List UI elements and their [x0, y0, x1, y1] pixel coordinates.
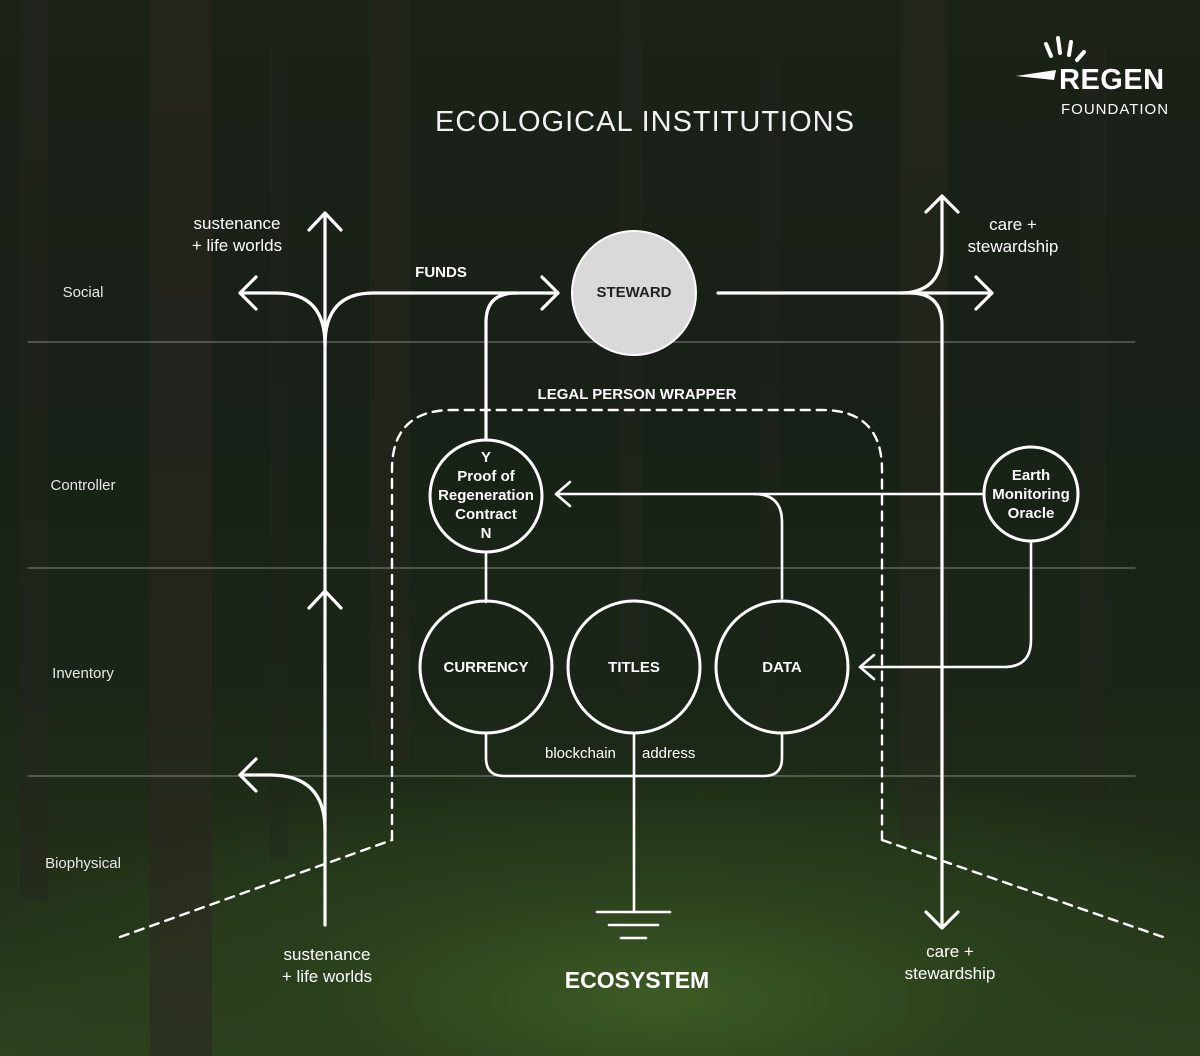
band-separators	[27, 341, 1136, 777]
data-node	[714, 599, 850, 735]
diagram-title: ECOLOGICAL INSTITUTIONS	[435, 106, 855, 138]
titles-label: TITLES	[608, 659, 660, 676]
data-label: DATA	[762, 659, 802, 676]
steward-node	[571, 230, 697, 356]
currency-node	[418, 599, 554, 735]
oracle-node	[982, 445, 1080, 543]
blockchain-label: blockchain	[545, 745, 616, 762]
funds-label: FUNDS	[415, 264, 467, 281]
steward-label: STEWARD	[596, 284, 672, 301]
contract-to-steward-line	[484, 291, 518, 442]
band-label-inventory: Inventory	[52, 665, 114, 682]
bottom-left-flow-label: sustenance + life worlds	[281, 945, 373, 986]
address-label: address	[642, 745, 696, 762]
burst-icon	[1044, 36, 1086, 62]
top-right-flow-label: care + stewardship	[967, 215, 1059, 256]
band-label-biophysical: Biophysical	[45, 855, 121, 872]
top-left-flow-label: sustenance + life worlds	[191, 214, 283, 255]
wrapper-label: LEGAL PERSON WRAPPER	[537, 386, 737, 403]
logo-name: REGEN	[1059, 64, 1165, 96]
left-flow-arrow	[238, 211, 560, 927]
ecosystem-label: ECOSYSTEM	[564, 967, 710, 993]
bottom-right-flow-label: care + stewardship	[904, 942, 996, 983]
logo-subtitle: FOUNDATION	[1061, 101, 1170, 118]
band-label-social: Social	[62, 284, 104, 301]
titles-node	[566, 599, 702, 735]
band-label-controller: Controller	[50, 477, 116, 494]
logo-wedge	[1016, 70, 1056, 80]
contract-node	[428, 438, 544, 554]
oracle-label: Earth Monitoring Oracle	[992, 467, 1070, 522]
currency-label: CURRENCY	[443, 659, 529, 676]
right-flow-arrow	[716, 194, 994, 930]
contract-label: Y Proof of Regeneration Contract N	[438, 449, 534, 542]
